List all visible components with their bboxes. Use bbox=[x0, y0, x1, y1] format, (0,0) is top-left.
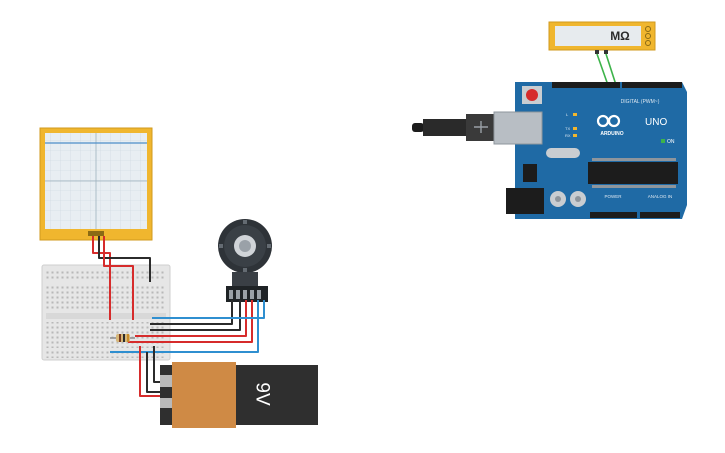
power-header[interactable] bbox=[590, 212, 637, 218]
led-tx-label: TX bbox=[565, 126, 570, 131]
led-l-label: L bbox=[566, 112, 569, 117]
usb-cable[interactable] bbox=[412, 123, 424, 132]
resistor[interactable] bbox=[110, 334, 135, 342]
microcontroller-chip bbox=[588, 162, 678, 184]
oscilloscope[interactable] bbox=[39, 127, 153, 241]
multimeter-knob-icon[interactable] bbox=[645, 26, 651, 32]
potentiometer[interactable] bbox=[218, 219, 272, 302]
arduino-model: UNO bbox=[645, 117, 667, 128]
on-label: ON bbox=[667, 139, 675, 145]
arduino-logo-icon bbox=[596, 114, 621, 128]
power-led bbox=[661, 139, 665, 143]
analog-header[interactable] bbox=[640, 212, 680, 218]
battery-9v[interactable]: 9V bbox=[160, 362, 318, 428]
digital-header-label: DIGITAL (PWM~) bbox=[621, 99, 660, 105]
battery-label: 9V bbox=[252, 382, 273, 406]
led-rx-label: RX bbox=[565, 133, 571, 138]
arduino-brand: ARDUINO bbox=[600, 131, 623, 137]
analog-label: ANALOG IN bbox=[648, 194, 673, 199]
multimeter[interactable]: MΩ bbox=[548, 21, 656, 54]
usb-icon bbox=[474, 121, 488, 133]
wires-left-circuit[interactable] bbox=[92, 236, 265, 397]
digital-header-left[interactable] bbox=[552, 82, 620, 88]
power-label: POWER bbox=[604, 194, 622, 199]
arduino-uno[interactable]: DIGITAL (PWM~) L TX RX ARDUINO UNO ON bbox=[412, 82, 687, 219]
multimeter-display: MΩ bbox=[610, 29, 630, 43]
digital-header-right[interactable] bbox=[622, 82, 682, 88]
reset-button[interactable] bbox=[526, 89, 538, 101]
